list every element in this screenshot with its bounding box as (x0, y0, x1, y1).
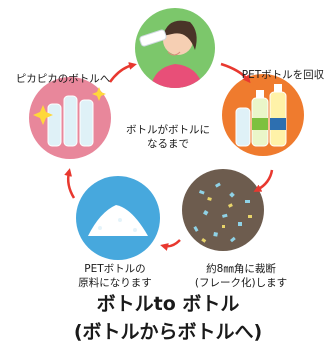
arrow-3 (160, 239, 181, 251)
title-line-1: ボトルto ボトル (96, 293, 240, 315)
raw-material-icon (76, 176, 160, 260)
arrow-4 (64, 168, 76, 199)
center-label: ボトルがボトルに なるまで (122, 123, 214, 151)
step-label-flake: 約8㎜角に裁断 (フレーク化)します (186, 262, 296, 290)
step-label-material-line-2: 原料になります (78, 277, 152, 289)
drinking-person-icon (135, 8, 215, 88)
cycle-arrows (64, 62, 274, 251)
step-label-material-line-1: PETボトルの (84, 263, 146, 275)
center-label-line-1: ボトルがボトルに (126, 124, 210, 136)
step-label-material: PETボトルの 原料になります (60, 262, 170, 290)
step-label-flake-line-2: (フレーク化)します (194, 277, 288, 289)
title-line-2: (ボトルからボトルへ) (73, 321, 263, 343)
arrow-1 (220, 62, 251, 84)
step-label-flake-line-1: 約8㎜角に裁断 (206, 263, 276, 275)
shiny-bottles-icon (29, 77, 111, 159)
step-label-shiny: ピカピカのボトルへ (15, 73, 111, 85)
step-label-collect: PETボトルを回収 (241, 69, 325, 81)
arrow-2 (253, 169, 274, 192)
flakes-icon (182, 169, 264, 251)
collected-bottles-icon (222, 74, 304, 156)
center-label-line-2: なるまで (147, 138, 189, 150)
arrow-5 (108, 62, 137, 83)
